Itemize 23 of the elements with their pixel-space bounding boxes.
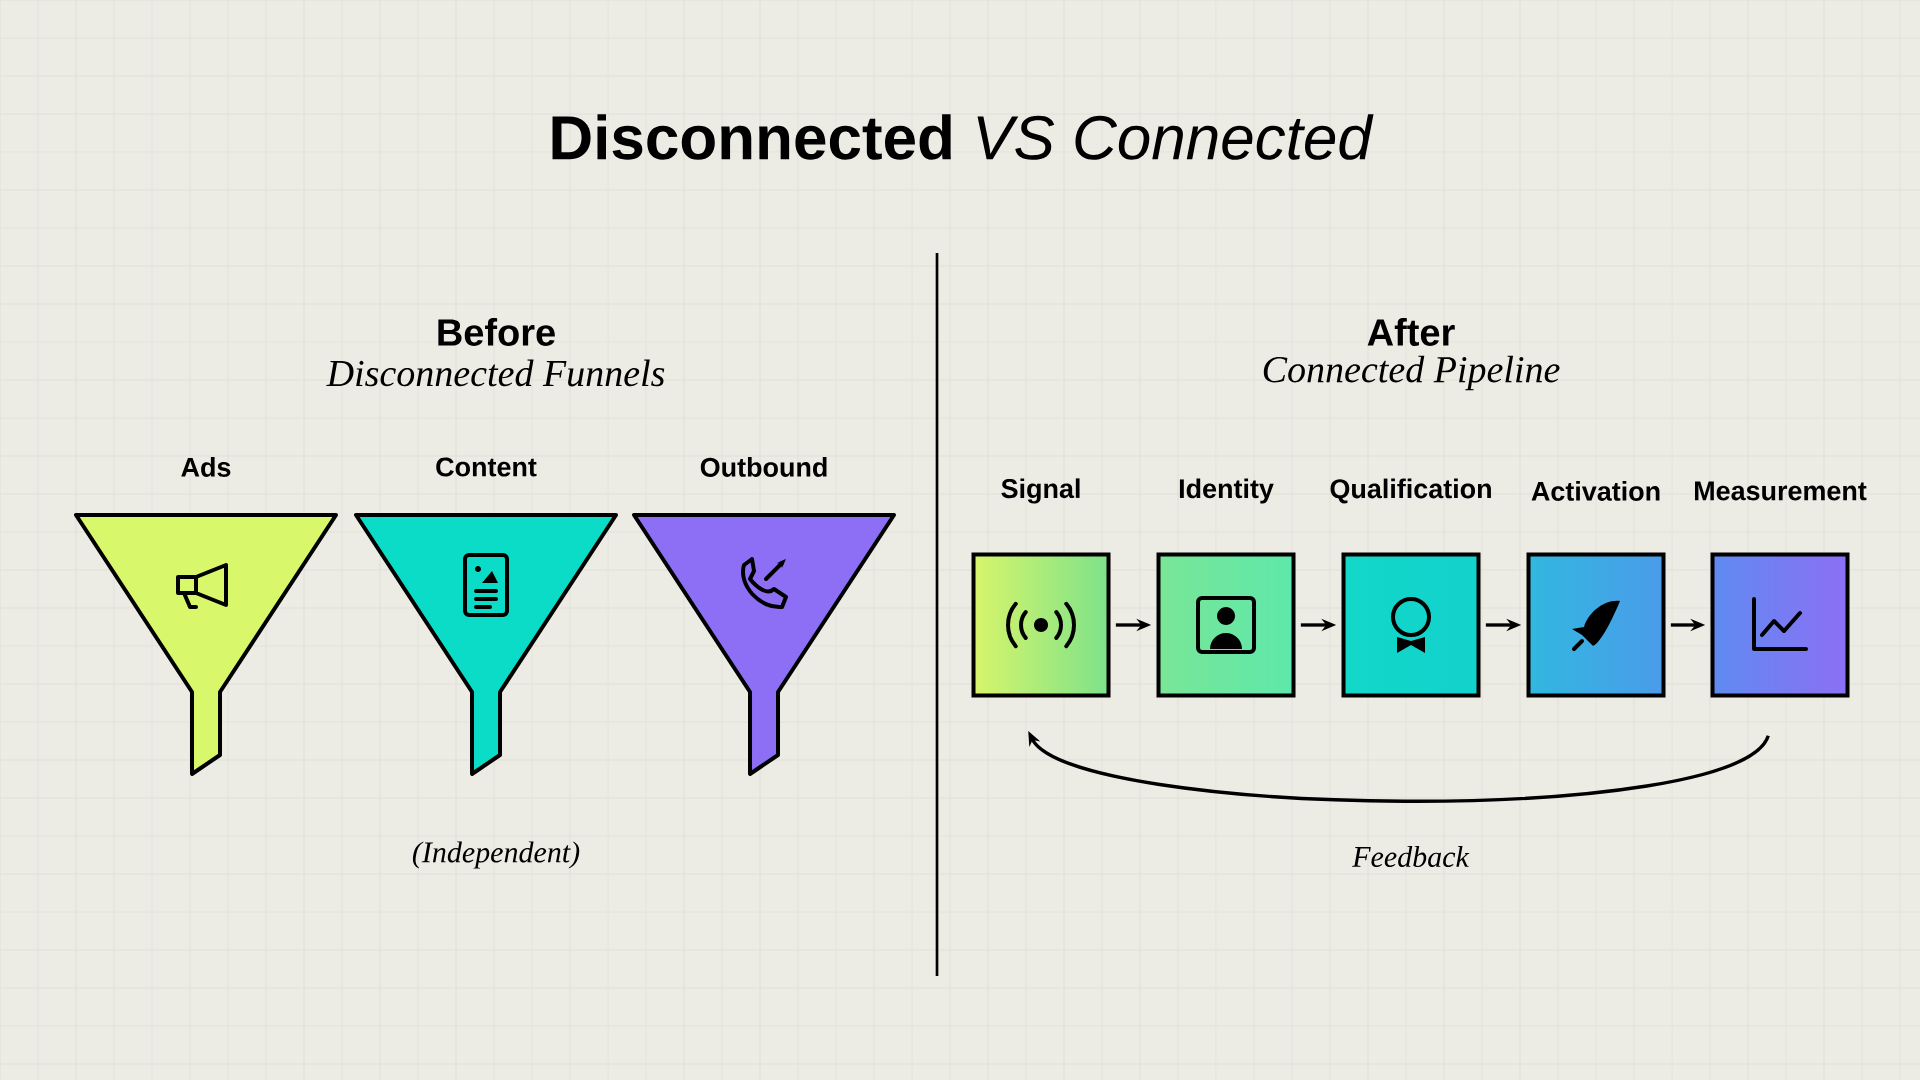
- stage-box: Identity: [1156, 478, 1296, 698]
- funnel: Outbound: [632, 457, 896, 776]
- note: (Independent): [412, 841, 580, 869]
- section-subtitle: Disconnected Funnels: [326, 359, 665, 387]
- stage-box: Measurement: [1695, 481, 1867, 698]
- funnel: Ads: [74, 457, 338, 776]
- section-heading: Before: [438, 318, 555, 346]
- node-label: Outbound: [700, 457, 827, 477]
- title: Disconnected VS Connected: [552, 114, 1374, 160]
- node-label: Activation: [1531, 481, 1660, 501]
- edge-label: Feedback: [1352, 845, 1470, 868]
- node-label: Ads: [181, 457, 231, 477]
- node-label: Signal: [1001, 478, 1080, 504]
- node-label: Qualification: [1330, 478, 1491, 504]
- node-label: Content: [436, 457, 537, 477]
- node-label: Identity: [1179, 478, 1274, 504]
- node-label: Measurement: [1695, 481, 1867, 501]
- stage-box: Activation: [1526, 481, 1666, 698]
- section-heading: After: [1367, 318, 1455, 346]
- stage-box: Qualification: [1330, 478, 1491, 698]
- funnel: Content: [354, 457, 618, 776]
- section-subtitle: Connected Pipeline: [1263, 355, 1560, 391]
- stage-box: Signal: [971, 478, 1111, 698]
